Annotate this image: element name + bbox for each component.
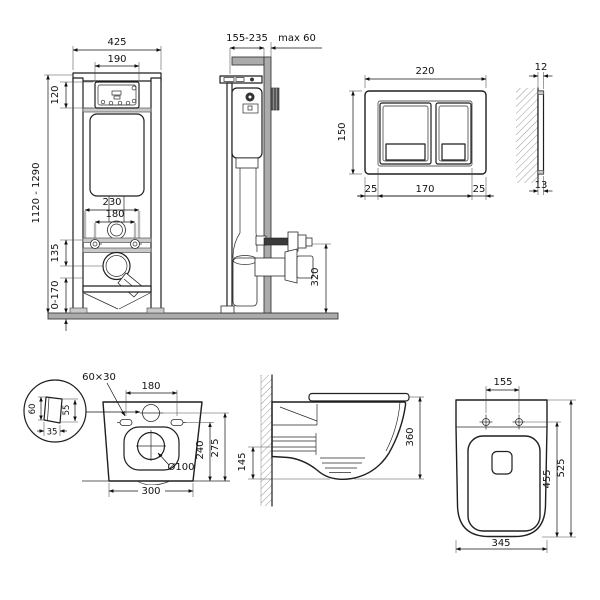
frame-side-profile	[219, 75, 263, 314]
dim-detail-inner: 55	[62, 405, 72, 416]
dim-plate-top-thickness: 12	[535, 62, 548, 73]
dim-total-length: 525	[556, 458, 567, 477]
flush-opening	[491, 450, 513, 475]
seat-outline	[467, 435, 541, 532]
dim-frame-height: 1120 - 1290	[31, 163, 42, 224]
flush-pipe-connector	[263, 237, 289, 246]
waste-pipe	[254, 257, 286, 277]
plate-side-dimensions: 12 13	[529, 62, 553, 195]
foot-left	[69, 307, 88, 314]
dim-plate-height: 150	[337, 122, 348, 141]
frame-side-foot	[220, 305, 235, 314]
dim-side-outlet-height: 145	[237, 452, 248, 471]
fixing-hole-left	[119, 419, 133, 426]
dim-frame-total-width: 425	[107, 37, 126, 48]
dim-hinge-spacing: 155	[493, 377, 512, 388]
dim-detail-height: 60	[28, 404, 38, 415]
ceiling-bar	[231, 56, 265, 66]
frame-front-view: 425 190 120 1120 - 1290 230 180 135 0-17…	[31, 37, 165, 331]
fixing-bolt-left	[90, 239, 100, 249]
dim-plate-bottom-thickness: 13	[535, 180, 548, 191]
dim-depth-range: 155-235	[226, 33, 268, 44]
dim-foot-height: 0-170	[50, 280, 61, 309]
flush-plate-mount	[270, 87, 280, 111]
dim-plate-left-margin: 25	[365, 184, 378, 195]
plate-body	[364, 90, 487, 175]
bowl-top-outline	[455, 399, 548, 538]
fixing-bolt-right	[130, 239, 140, 249]
hinge-holes	[479, 414, 526, 430]
dim-bottom-width: 300	[141, 486, 160, 497]
hole-detail-bubble: 60 55 35	[23, 379, 141, 443]
fixing-hole-right	[170, 419, 184, 426]
dim-bracket-height: 135	[50, 243, 61, 262]
dim-bowl-width: 345	[491, 538, 510, 549]
wall-bar	[263, 56, 272, 314]
dim-plate-buttons-width: 170	[415, 184, 434, 195]
frame-right-rail	[150, 77, 162, 313]
dim-fixing-width: 230	[102, 197, 121, 208]
frame-brace	[83, 292, 151, 310]
bowl-side-outline	[271, 401, 407, 480]
floor-bar	[47, 312, 339, 320]
dim-plate-width: 220	[415, 66, 434, 77]
bowl-rim-outline	[123, 426, 180, 471]
bowl-top-dimensions: 155 455 525 345	[455, 377, 576, 553]
dim-bowl-height: 360	[405, 427, 416, 446]
dim-outlet-height: 320	[310, 267, 321, 286]
dim-panel-width: 190	[107, 54, 126, 65]
frame-side-dimensions: 155-235 max 60 320	[226, 33, 331, 314]
frame-top-bar	[72, 72, 162, 82]
frame-front-dimensions: 425 190 120 1120 - 1290 230 180 135 0-17…	[31, 37, 162, 331]
bowl-rear-view: 60 55 35 60×30 180 240 275	[23, 372, 230, 497]
access-window	[94, 81, 140, 109]
seat-lid-side	[308, 392, 410, 402]
wall-hatch	[516, 88, 538, 183]
dim-panel-height: 120	[50, 85, 61, 104]
bowl-side-view: 360 145	[237, 374, 424, 507]
mounting-rails	[82, 211, 152, 253]
wall-hatch-side	[261, 375, 272, 506]
flush-plate-front-view: 220 150 25 170 25	[337, 66, 494, 200]
dim-hole-spacing: 180	[141, 381, 160, 392]
flush-plate-side-view: 12 13	[516, 62, 553, 195]
dim-seat-length: 455	[542, 469, 553, 488]
waste-elbow	[232, 257, 258, 307]
wall-penetrations	[254, 231, 314, 284]
dim-pipe-width: 180	[105, 209, 124, 220]
frame-bottom-bar	[82, 285, 152, 293]
frame-side-view: 155-235 max 60 320	[219, 33, 331, 314]
cistern-front	[89, 113, 145, 240]
plate-profile	[537, 90, 545, 175]
bowl-rear-dimensions: 60×30 180 240 275 300 Ø100	[82, 372, 229, 497]
bowl-top-view: 155 455 525 345	[455, 377, 576, 553]
frame-left-rail	[72, 77, 84, 313]
bowl-rear-outline	[102, 401, 203, 482]
dim-inlet-height: 275	[210, 438, 221, 457]
plate-front-dimensions: 220 150 25 170 25	[337, 66, 494, 200]
bowl-side-dimensions: 360 145	[237, 396, 424, 480]
dim-fixing-height: 240	[195, 440, 206, 459]
foot-right	[146, 307, 165, 314]
small-flush-button	[435, 102, 472, 165]
big-flush-button	[379, 102, 432, 165]
dim-plate-right-margin: 25	[473, 184, 486, 195]
label-drain-diameter: Ø100	[168, 461, 195, 473]
dim-detail-width: 35	[47, 428, 58, 438]
label-hole-size: 60×30	[82, 372, 116, 383]
dim-wall-max: max 60	[278, 33, 316, 44]
